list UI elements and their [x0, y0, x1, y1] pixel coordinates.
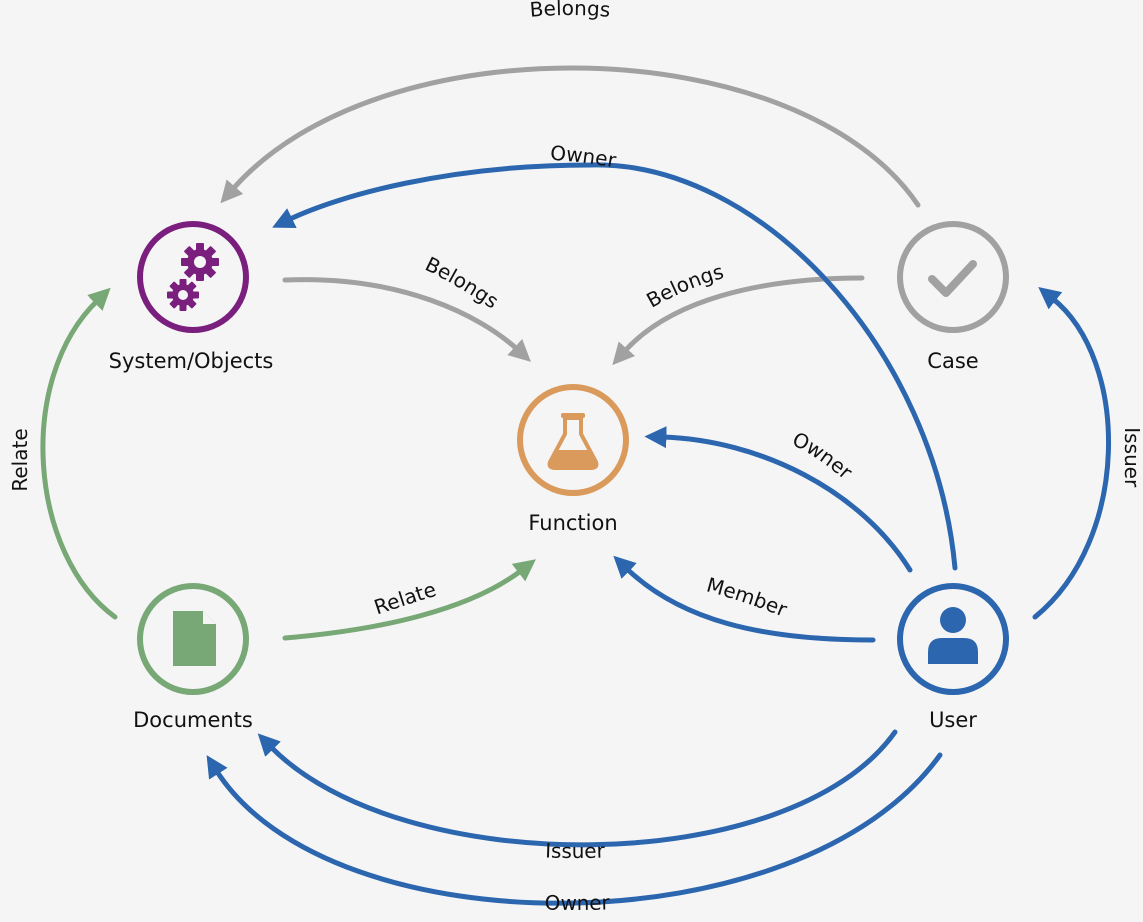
edge-user-function-owner — [644, 426, 913, 573]
checkmark-icon — [928, 260, 977, 297]
edge-label-user-documents-owner: Owner — [544, 890, 610, 915]
edge-system-function-belongs — [282, 277, 531, 362]
function-ring — [517, 384, 629, 496]
user-label: User — [929, 708, 977, 732]
edge-label-user-case-issuer: Issuer — [1120, 427, 1143, 488]
system-objects-label: System/Objects — [109, 349, 274, 373]
case-label: Case — [927, 349, 978, 373]
edge-user-documents-owner — [206, 752, 943, 906]
edge-user-case-issuer — [1032, 287, 1112, 620]
edge-user-documents-issuer — [257, 729, 898, 848]
edge-documents-function-relate — [282, 559, 536, 641]
case-ring — [897, 221, 1009, 333]
edge-label-user-function-member: Member — [704, 573, 791, 622]
edge-label-user-documents-issuer: Issuer — [545, 838, 606, 863]
node-user: User — [897, 583, 1009, 732]
node-case: Case — [897, 221, 1009, 373]
edge-user-function-member — [613, 555, 876, 643]
edge-label-system-function-belongs: Belongs — [422, 252, 504, 314]
user-icon — [928, 607, 978, 664]
edge-label-user-function-owner: Owner — [789, 427, 858, 485]
documents-label: Documents — [133, 708, 253, 732]
document-icon — [173, 611, 216, 666]
edge-user-system-owner — [272, 162, 958, 571]
function-label: Function — [528, 511, 617, 535]
node-system-objects: System/Objects — [109, 221, 274, 373]
system-objects-ring — [137, 221, 249, 333]
edge-label-case-system-belongs: Belongs — [529, 0, 612, 22]
edge-documents-system-relate — [40, 287, 118, 620]
flask-icon — [547, 413, 599, 470]
gears-icon — [167, 243, 219, 311]
node-documents: Documents — [133, 583, 253, 732]
edge-case-system-belongs — [220, 65, 921, 208]
node-function: Function — [517, 384, 629, 535]
edge-label-documents-system-relate: Relate — [8, 428, 32, 491]
edge-label-case-function-belongs: Belongs — [642, 259, 726, 312]
